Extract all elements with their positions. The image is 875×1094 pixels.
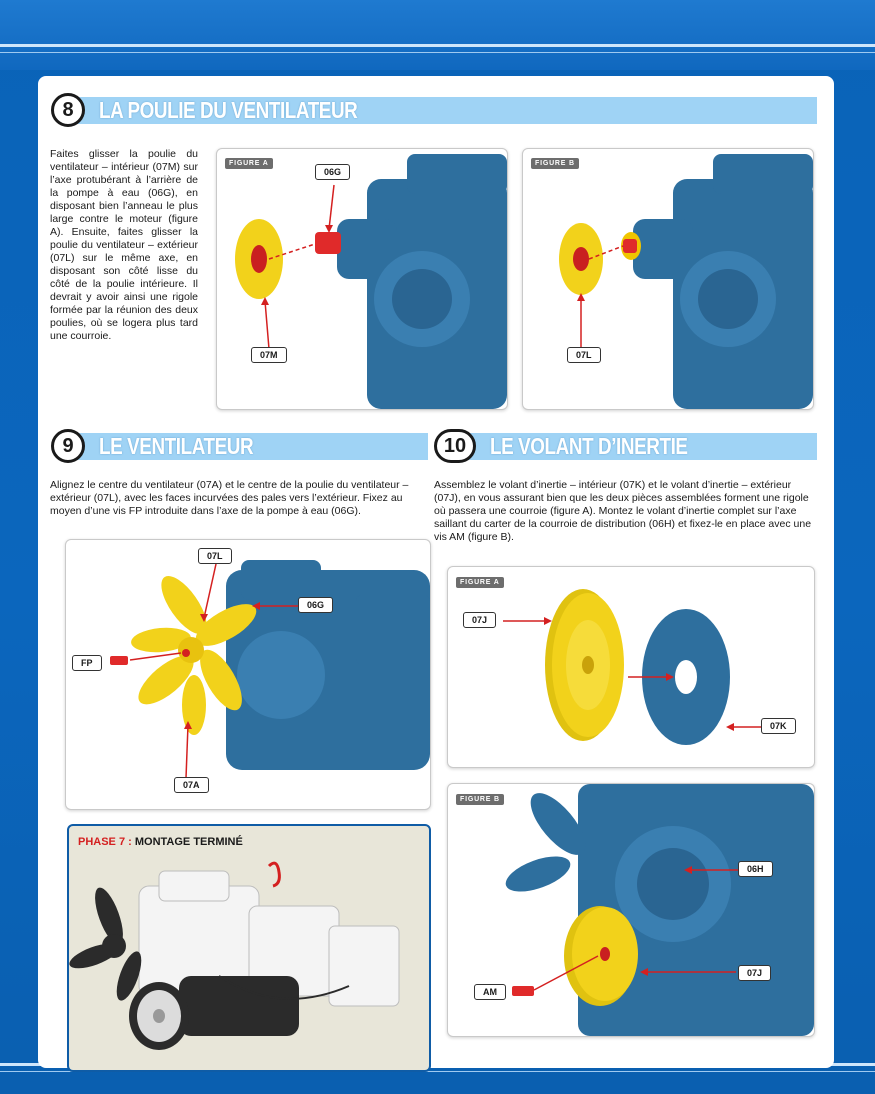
phase-prefix: PHASE 7 : [78,836,132,848]
step8-figure-a: FIGURE A 06G 07M [216,148,508,410]
step9-title: LE VENTILATEUR [99,433,254,459]
part-label-06g: 06G [298,597,334,613]
step9-header: 9 LE VENTILATEUR [51,429,428,463]
part-label-07j: 07J [463,612,497,628]
step8-figure-b: FIGURE B 07L [522,148,814,410]
figure-b-tag: FIGURE B [456,794,504,805]
part-label-07l: 07L [567,347,601,363]
engine-illustration [559,154,813,409]
part-label-06h: 06H [738,861,773,877]
assembled-engine-illustration [69,861,400,1050]
part-label-07k: 07K [761,718,796,734]
figure-a-tag: FIGURE A [225,158,273,169]
part-label-07l: 07L [198,548,232,564]
step10-figure-a: FIGURE A 07J 07K [447,566,815,768]
step9-figure: 07L 06G FP 07A [65,539,431,810]
part-label-07m: 07M [251,347,287,363]
part-label-07a: 07A [174,777,209,793]
step10-figure-b: FIGURE B 06H 07J AM [447,783,815,1037]
step8-text: Faites glisser la poulie du ventilateur … [50,148,198,342]
part-label-06g: 06G [315,164,351,180]
phase-label: MONTAGE TERMINÉ [134,836,243,848]
flywheel-engine-illustration [505,784,814,1036]
step10-text: Assemblez le volant d’inertie – intérieu… [434,479,812,543]
flywheel-illustration [503,589,766,745]
top-decorative-band [0,0,875,70]
part-label-07j: 07J [738,965,772,981]
figure-b-tag: FIGURE B [531,158,579,169]
figure-a-tag: FIGURE A [456,577,504,588]
step8-title: LA POULIE DU VENTILATEUR [99,97,358,123]
instruction-page: 8 LA POULIE DU VENTILATEUR Faites glisse… [38,76,834,1072]
part-label-am: AM [474,984,506,1000]
step8-header: 8 LA POULIE DU VENTILATEUR [51,93,817,127]
step9-number: 9 [51,429,85,463]
step10-header: 10 LE VOLANT D’INERTIE [434,429,817,463]
phase-summary-box: PHASE 7 : MONTAGE TERMINÉ [67,824,431,1072]
step10-title: LE VOLANT D’INERTIE [490,433,688,459]
step9-text: Alignez le centre du ventilateur (07A) e… [50,479,409,517]
engine-illustration [235,154,507,409]
fan-engine-illustration [110,560,430,779]
step8-number: 8 [51,93,85,127]
step10-number: 10 [434,429,476,463]
part-label-fp: FP [72,655,102,671]
phase-title: PHASE 7 : MONTAGE TERMINÉ [78,836,243,848]
